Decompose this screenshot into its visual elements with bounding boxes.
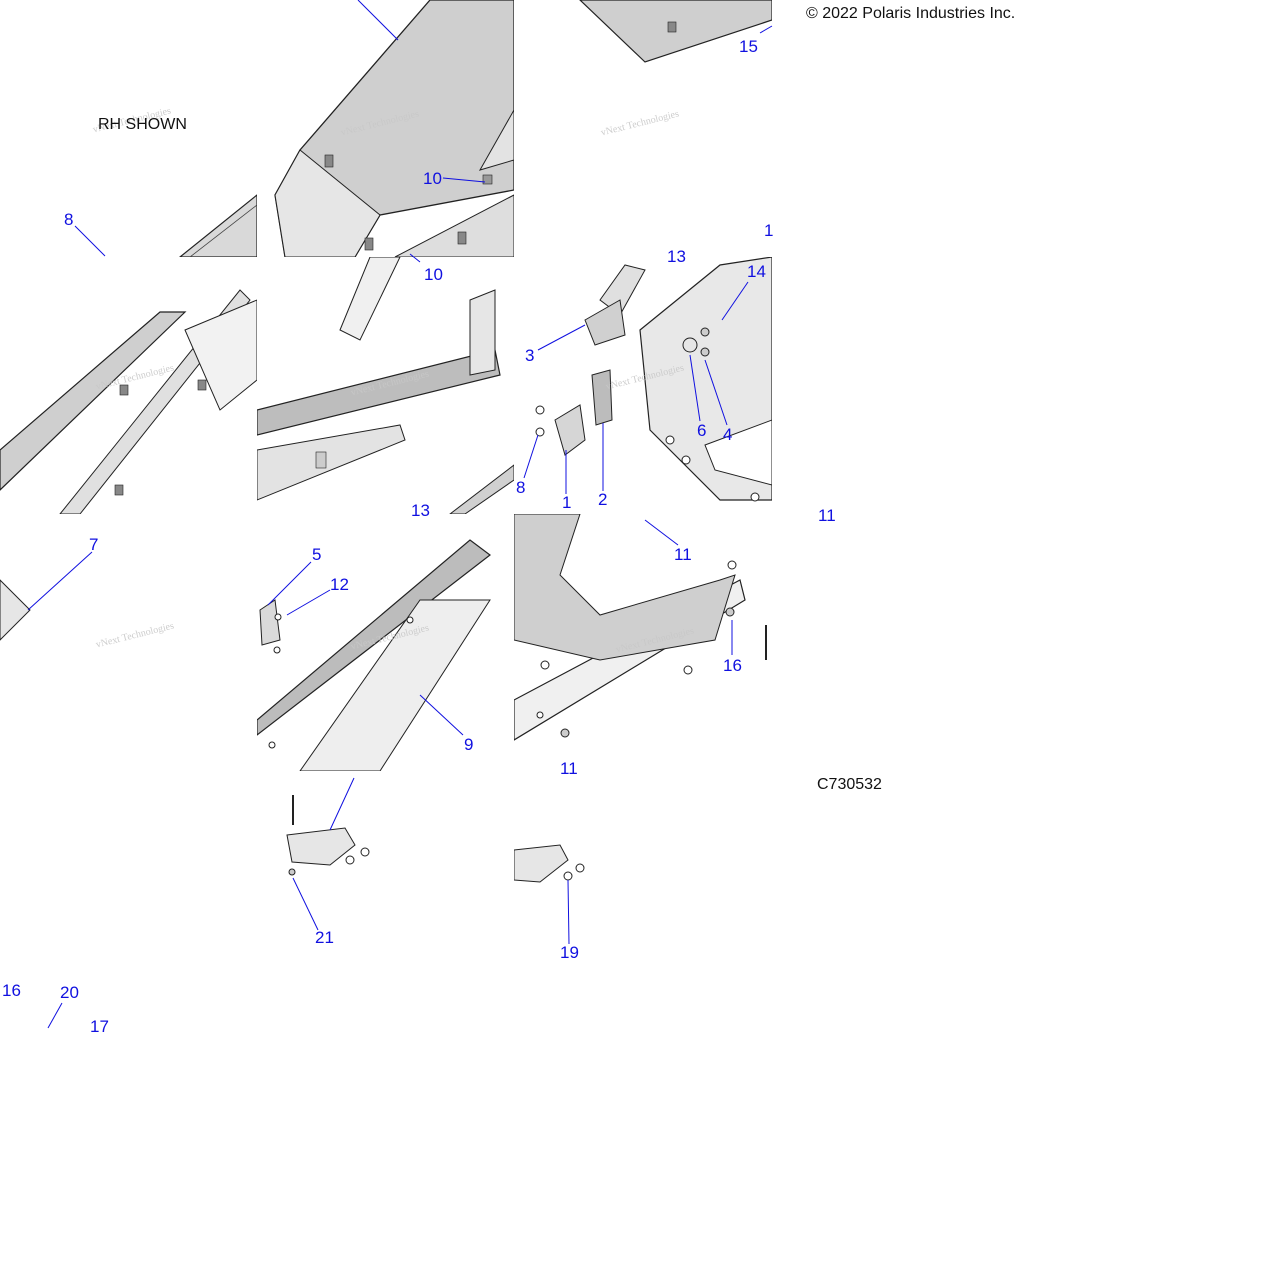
- callout-label: 15: [739, 37, 758, 56]
- callout-label: 3: [525, 346, 535, 365]
- panel-fragment-c: [579, 0, 772, 63]
- panel-fragment-a: [179, 194, 257, 257]
- callout-label: 11: [674, 545, 692, 564]
- figure-id: C730532: [817, 776, 882, 793]
- leader-lines: [27, 0, 773, 1029]
- callout-label: 11: [560, 759, 578, 778]
- callout-label: 8: [516, 478, 526, 497]
- callout-label: 1: [562, 493, 572, 512]
- callout-label: 19: [560, 943, 579, 962]
- lower-brace: [257, 539, 491, 771]
- callout-label: 9: [464, 735, 474, 754]
- frame-member: [514, 514, 767, 741]
- callout-label: 12: [330, 575, 349, 594]
- callout-label: 10: [423, 169, 442, 188]
- callout-label: 10: [424, 265, 443, 284]
- copyright-text: © 2022 Polaris Industries Inc.: [806, 5, 1016, 22]
- callout-label: 17: [90, 1017, 109, 1036]
- callout-label: 1: [764, 221, 774, 240]
- side-panel-upper: [274, 0, 514, 257]
- latch-assembly: [535, 257, 772, 502]
- callout-label: 7: [89, 535, 99, 554]
- callout-label: 6: [697, 421, 707, 440]
- hinge-bracket: [286, 795, 370, 876]
- callout-label: 11: [818, 506, 836, 525]
- callout-label: 16: [723, 656, 742, 675]
- callout-label: 5: [312, 545, 322, 564]
- callout-label: 21: [315, 928, 334, 947]
- side-rail: [0, 289, 257, 514]
- callout-label: 13: [411, 501, 430, 520]
- hinge-fragment: [514, 844, 585, 883]
- panel-fragment-g: [0, 579, 31, 641]
- callout-label: 20: [60, 983, 79, 1002]
- rh-shown-note: RH SHOWN: [98, 116, 187, 133]
- brace-assembly: [257, 257, 514, 514]
- callout-label: 2: [598, 490, 608, 509]
- callout-label: 14: [747, 262, 766, 281]
- callout-label: 16: [2, 981, 21, 1000]
- callout-label: 8: [64, 210, 74, 229]
- callout-label: 13: [667, 247, 686, 266]
- callout-label: 4: [723, 425, 733, 444]
